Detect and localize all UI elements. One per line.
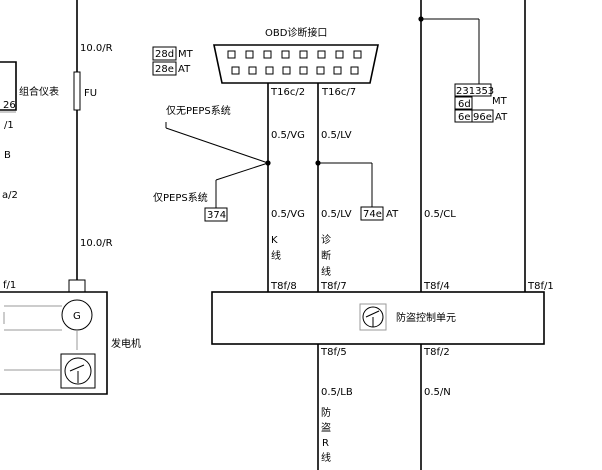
k-line-wire: 0.5/VG 0.5/VG K 线 T8f/8 [265,83,305,292]
right-box-c1: 6e [458,112,471,123]
diag-pin-top: T8f/7 [320,281,347,292]
obd-variant-box-1: 28d [155,49,174,60]
diag-lower-c3: R [322,438,329,449]
control-unit-label: 防盗控制单元 [396,311,456,324]
left-pin-b: B [4,150,11,161]
generator-block: G 发电机 [0,291,141,395]
generator-symbol-text: G [73,311,81,322]
diag-pin-bottom: T8f/5 [320,347,347,358]
anti-theft-control-unit: 防盗控制单元 [211,291,545,345]
diag-lower-c4: 线 [321,451,331,464]
k-line-label-c1: K [271,235,278,246]
generator-label: 发电机 [111,337,141,350]
cluster-pin-label: 26 [3,100,16,111]
regulator-icon [64,357,92,385]
left-pin-a2: a/2 [2,190,18,201]
right-line-wire: T8f/1 [524,0,554,292]
cl-pin-top: T8f/4 [423,281,450,292]
peps-branches: 仅无PEPS系统 仅PEPS系统 374 [153,104,269,222]
diag-wire-top: 0.5/LV [321,130,352,141]
right-label-a: MT [492,96,508,107]
k-line-label-c2: 线 [271,249,281,262]
fuse-top-wire-label: 10.0/R [80,43,113,54]
k-line-wire-bottom: 0.5/VG [271,209,305,220]
cluster-label: 组合仪表 [19,85,59,98]
obd-pin-row-top [227,50,362,59]
fuse-bottom-wire-label: 10.0/R [80,238,113,249]
obd-variant-label-1: MT [178,49,194,60]
cl-pin-bottom: T8f/2 [423,347,450,358]
diag-wire-lower: 0.5/LB [321,387,353,398]
diag-box: 74e [363,209,382,220]
obd-connector-outline [213,44,379,84]
diag-lower-c1: 防 [321,406,331,419]
cl-variant-boxes: 231353 MT 6d 6e 96e AT [454,83,508,123]
peps-box: 374 [207,210,226,221]
k-line-wire-top: 0.5/VG [271,130,305,141]
diag-box-label: AT [386,209,399,220]
diagnostic-line-wire: 74e AT 0.5/LV 0.5/LV 诊 断 线 T8f/7 T8f/5 0… [315,83,399,470]
cl-line-wire: 0.5/CL T8f/4 T8f/2 0.5/N [418,0,480,470]
right-label-c: AT [495,112,508,123]
instrument-cluster-block: 26 组合仪表 [0,61,59,113]
diag-label-c3: 线 [321,265,331,278]
diag-label-c2: 断 [321,249,331,262]
obd-pin-row-bottom [231,66,359,75]
left-pin-f1: f/1 [3,280,16,291]
obd-title: OBD诊断接口 [265,26,327,39]
cl-wire-label: 0.5/CL [424,209,456,220]
k-line-pin: T8f/8 [270,281,297,292]
right-box-b1: 6d [458,99,471,110]
diag-lower-c2: 盗 [321,421,331,434]
right-box-a: 231353 [456,86,494,97]
peps-label: 仅PEPS系统 [153,191,208,204]
fuse-label: FU [84,88,97,99]
obd-pin-left: T16c/2 [270,87,305,98]
diag-wire-bottom: 0.5/LV [321,209,352,220]
left-pin-1: /1 [4,120,14,131]
no-peps-label: 仅无PEPS系统 [166,104,231,117]
obd-connector: OBD诊断接口 28d MT 28e AT T16c/2 T16c/7 [152,26,379,98]
obd-pin-right: T16c/7 [321,87,356,98]
fuse-symbol [73,71,81,111]
right-box-c2: 96e [473,112,492,123]
right-line-pin: T8f/1 [527,281,554,292]
diag-label-c1: 诊 [321,233,331,246]
obd-variant-box-2: 28e [155,64,174,75]
cl-wire-lower: 0.5/N [424,387,451,398]
obd-variant-label-2: AT [178,64,191,75]
fuse-power-line: 10.0/R FU 10.0/R [68,0,113,293]
